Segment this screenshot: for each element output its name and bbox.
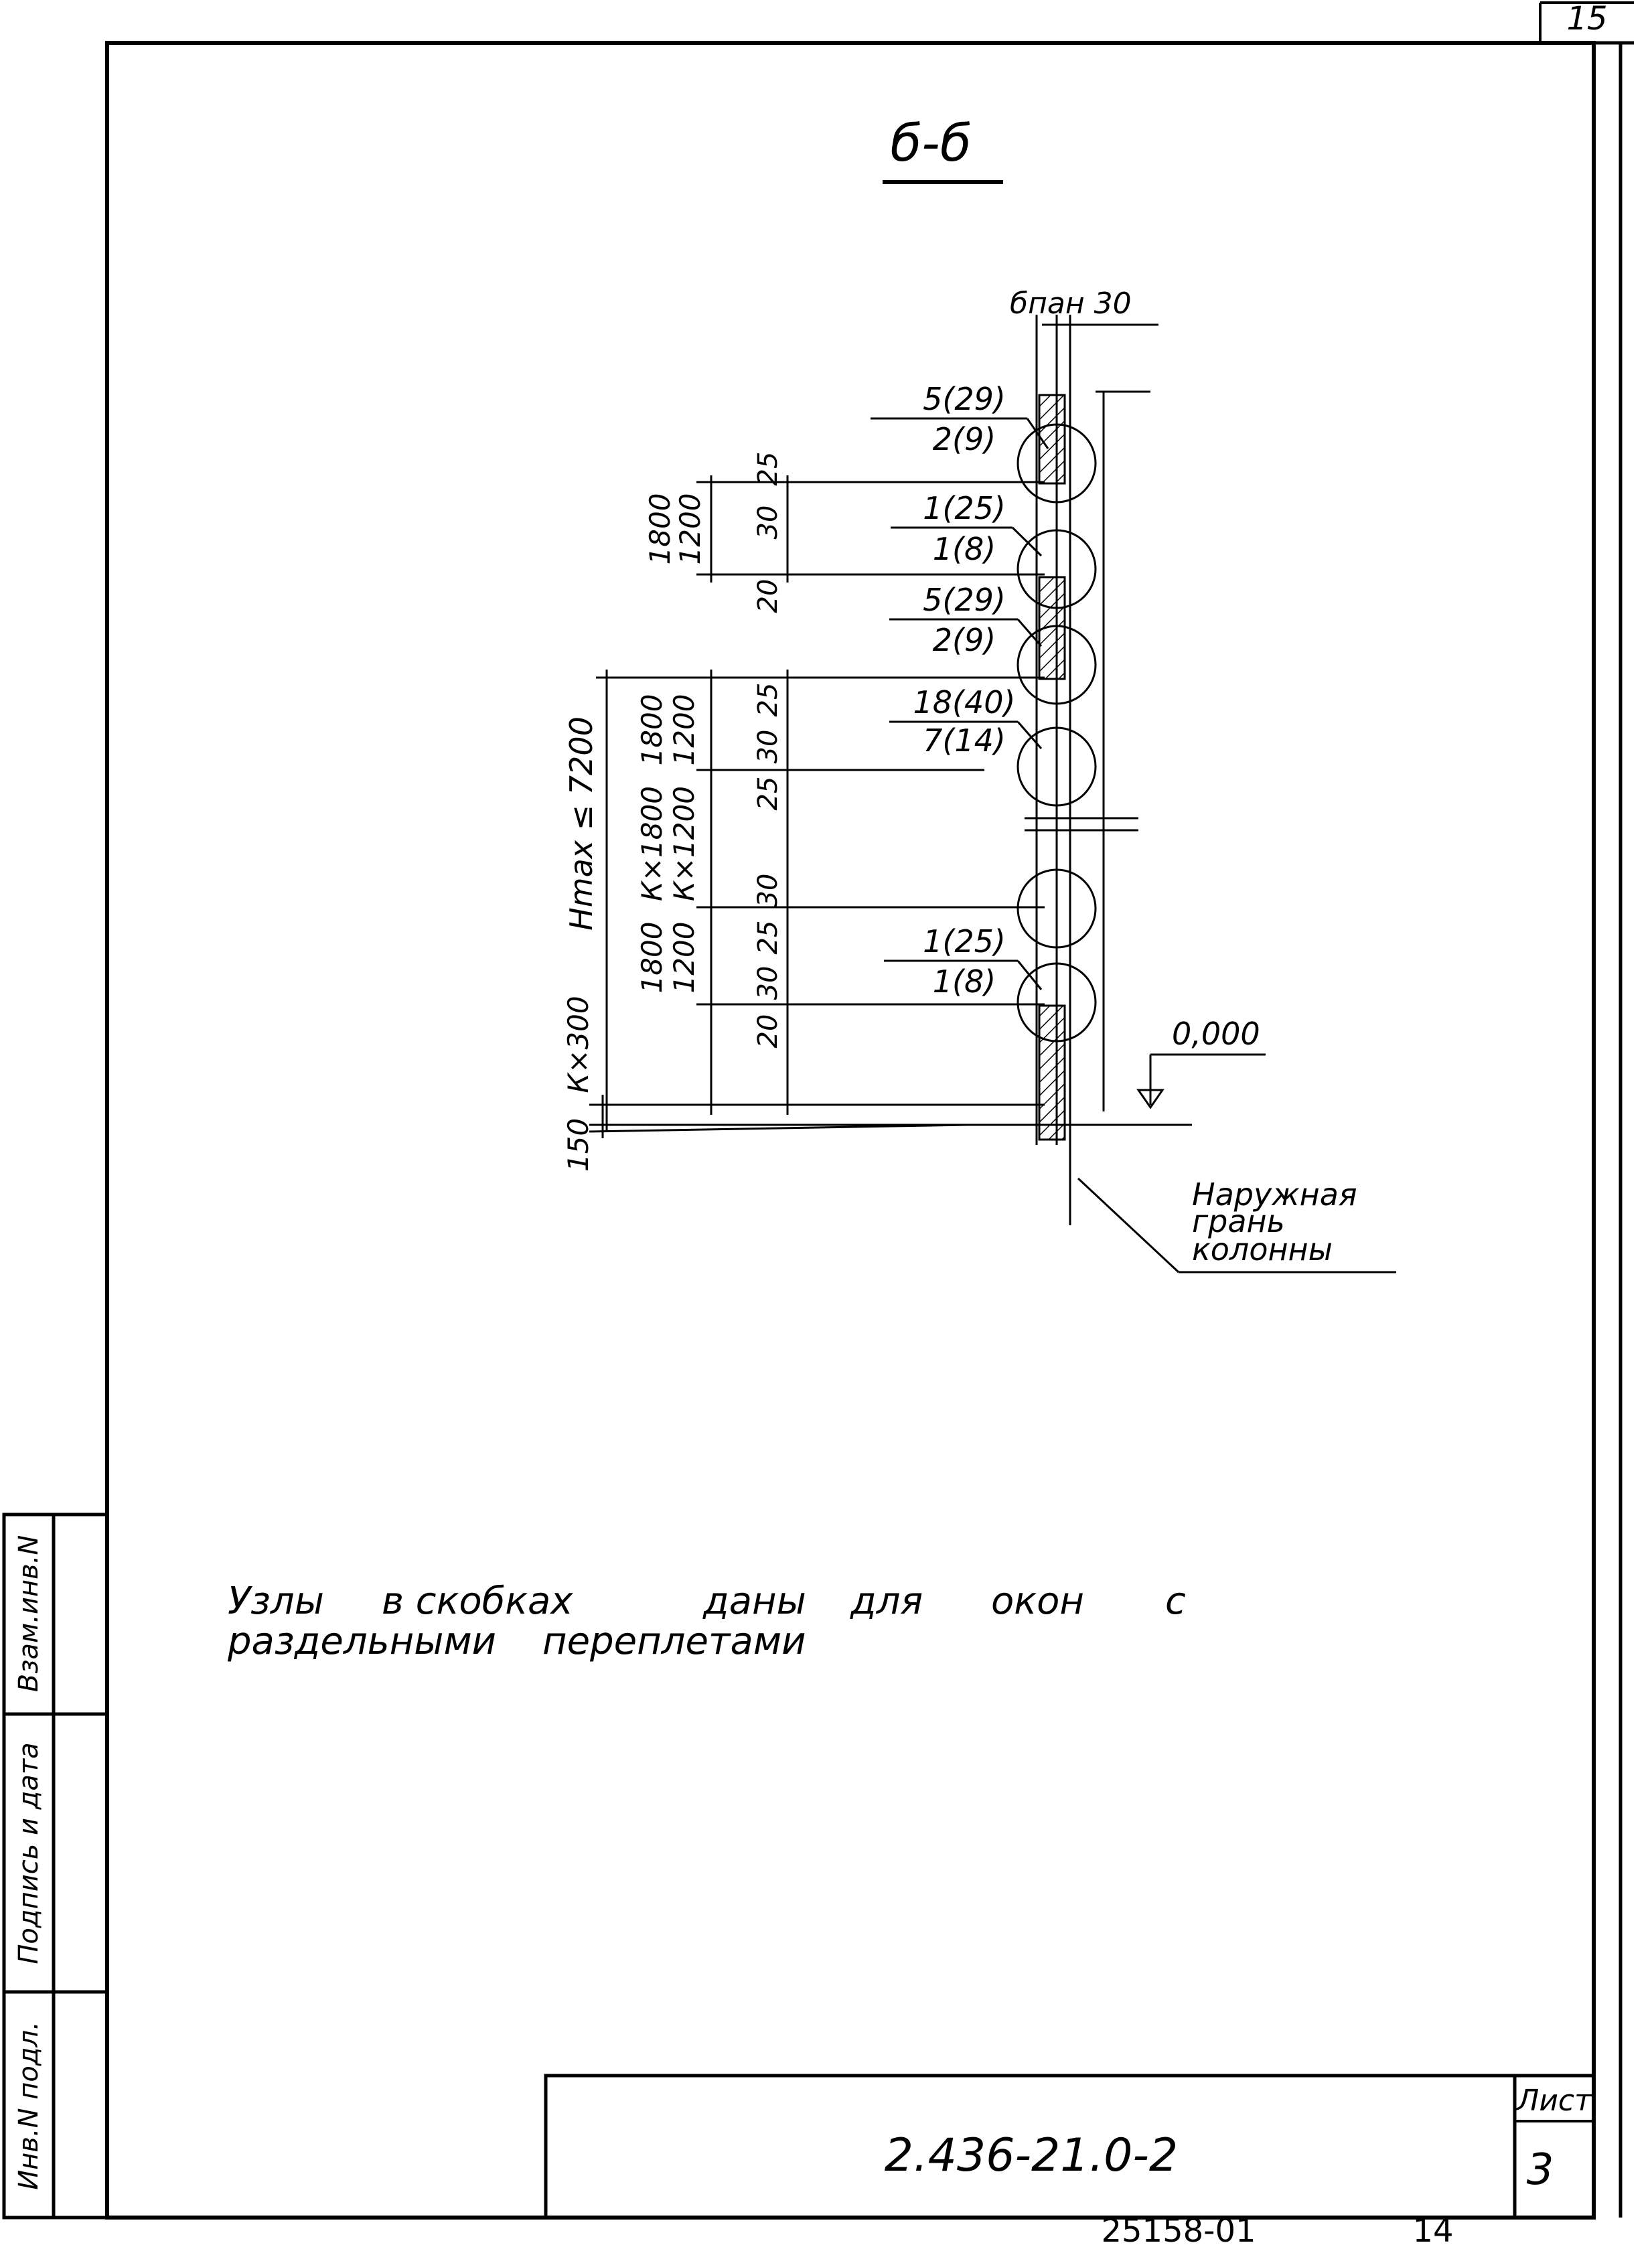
svg-text:7(14): 7(14) (923, 722, 1006, 759)
svg-text:25: 25 (753, 452, 783, 486)
node-label-5: 1(25) 1(8) (884, 923, 1043, 1000)
svg-text:К×1200: К×1200 (668, 786, 700, 901)
node-circle (1017, 868, 1097, 949)
dimension-lines (601, 475, 789, 1138)
svg-text:раздельными: раздельными (227, 1620, 496, 1663)
sheet-number: 3 (1527, 2145, 1554, 2195)
svg-text:150: 150 (562, 1118, 595, 1172)
title-block: 2.436-21.0-2 Лист 3 (544, 2074, 1596, 2220)
svg-text:1(8): 1(8) (933, 963, 996, 1000)
frame: 15 (105, 0, 1634, 2220)
svg-text:25: 25 (753, 921, 783, 955)
outer-face-label: Наружная грань колонны (1077, 1176, 1396, 1273)
svg-text:2(9): 2(9) (933, 622, 996, 658)
svg-text:20: 20 (753, 1014, 783, 1049)
corner-number: 15 (1566, 0, 1607, 37)
svg-text:25: 25 (753, 683, 783, 717)
svg-text:для: для (850, 1579, 923, 1623)
svg-text:1800: 1800 (635, 694, 668, 766)
svg-text:1200: 1200 (674, 493, 706, 565)
note-text: Узлы в скобках даны для окон с раздельны… (227, 1579, 1186, 1663)
svg-text:даны: даны (702, 1579, 806, 1623)
node-label-3: 5(29) 2(9) (889, 582, 1043, 658)
node-label-2: 1(25) 1(8) (891, 490, 1043, 567)
svg-text:с: с (1165, 1579, 1186, 1623)
svg-text:Инв.N подл.: Инв.N подл. (13, 2021, 44, 2190)
hatched-panel (1038, 1004, 1066, 1141)
svg-text:30: 30 (753, 730, 783, 764)
svg-text:грань: грань (1192, 1203, 1285, 1239)
section-title: б-б (890, 113, 971, 173)
footer-page-number: 14 (1412, 2212, 1453, 2245)
svg-text:1200: 1200 (668, 694, 700, 766)
level-mark: 0,000 (1136, 1016, 1266, 1109)
svg-text:в скобках: в скобках (382, 1579, 573, 1623)
svg-text:Узлы: Узлы (228, 1579, 324, 1623)
svg-text:окон: окон (991, 1579, 1084, 1623)
node-circle (1017, 529, 1097, 609)
svg-text:Подпись и дата: Подпись и дата (13, 1742, 44, 1964)
svg-text:1800: 1800 (644, 493, 676, 565)
svg-text:30: 30 (753, 506, 783, 540)
svg-text:30: 30 (753, 874, 783, 908)
svg-text:Взам.инв.N: Взам.инв.N (13, 1535, 44, 1692)
svg-text:2(9): 2(9) (933, 421, 996, 457)
extension-lines (589, 481, 1192, 1133)
svg-text:1200: 1200 (668, 922, 700, 994)
svg-text:К×1800: К×1800 (635, 786, 668, 901)
svg-text:5(29): 5(29) (923, 582, 1006, 618)
svg-text:5(29): 5(29) (923, 381, 1006, 417)
svg-text:1800: 1800 (635, 922, 668, 994)
svg-text:1(8): 1(8) (933, 531, 996, 567)
svg-text:колонны: колонны (1192, 1231, 1333, 1267)
svg-text:20: 20 (753, 579, 783, 613)
svg-text:30: 30 (753, 966, 783, 1000)
node-circle (1017, 726, 1097, 807)
node-label-4: 18(40) 7(14) (889, 684, 1043, 759)
svg-text:Hmax ≤ 7200: Hmax ≤ 7200 (563, 716, 599, 931)
svg-text:К×300: К×300 (562, 996, 595, 1093)
svg-text:Наружная: Наружная (1192, 1176, 1357, 1213)
wall-section (1017, 315, 1150, 1225)
svg-text:25: 25 (753, 777, 783, 811)
svg-text:1(25): 1(25) (923, 490, 1006, 526)
footer-archive-number: 25158-01 (1101, 2212, 1256, 2245)
node-circle (1017, 962, 1097, 1042)
svg-text:18(40): 18(40) (913, 684, 1016, 720)
svg-text:переплетами: переплетами (542, 1620, 806, 1663)
node-circle (1017, 423, 1097, 504)
side-stamp: Инв.N подл. Подпись и дата Взам.инв.N (2, 1513, 109, 2220)
doc-code: 2.436-21.0-2 (885, 2129, 1178, 2182)
hatched-panel (1038, 394, 1066, 485)
sheet-label: Лист (1515, 2084, 1592, 2118)
svg-text:1(25): 1(25) (923, 923, 1006, 959)
svg-text:0,000: 0,000 (1172, 1016, 1260, 1052)
node-circle (1017, 625, 1097, 705)
node-label-1: 5(29) 2(9) (871, 381, 1049, 457)
dimension-texts: 1800 1200 25 30 20 1800 1200 25 30 25 Hm… (562, 452, 783, 1172)
